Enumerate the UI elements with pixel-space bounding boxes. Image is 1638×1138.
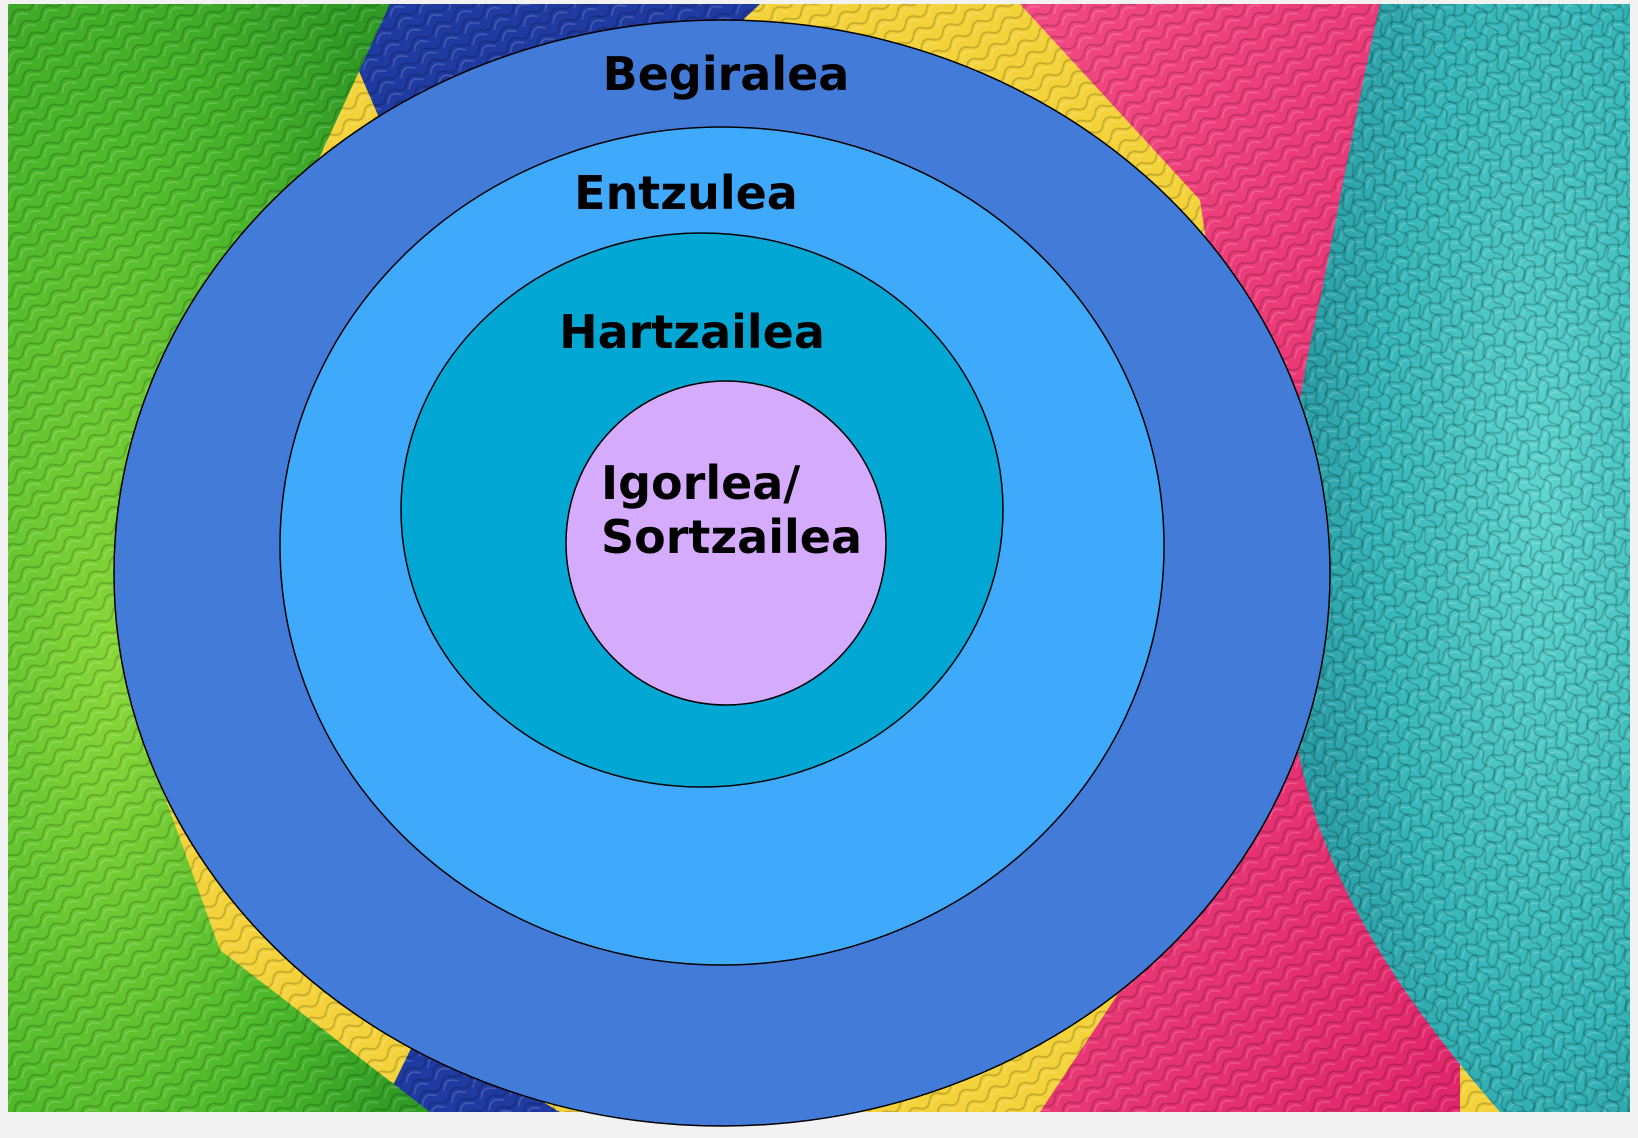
ring-igorlea-sortzailea xyxy=(565,380,887,706)
teal-weave-texture xyxy=(1285,4,1630,1112)
label-hartzailea: Hartzailea xyxy=(559,305,825,359)
label-igorlea-line-2: Sortzailea xyxy=(601,510,862,564)
label-entzulea: Entzulea xyxy=(574,166,798,220)
label-igorlea-line-1: Igorlea/ xyxy=(601,456,800,510)
label-begiralea: Begiralea xyxy=(603,47,850,101)
